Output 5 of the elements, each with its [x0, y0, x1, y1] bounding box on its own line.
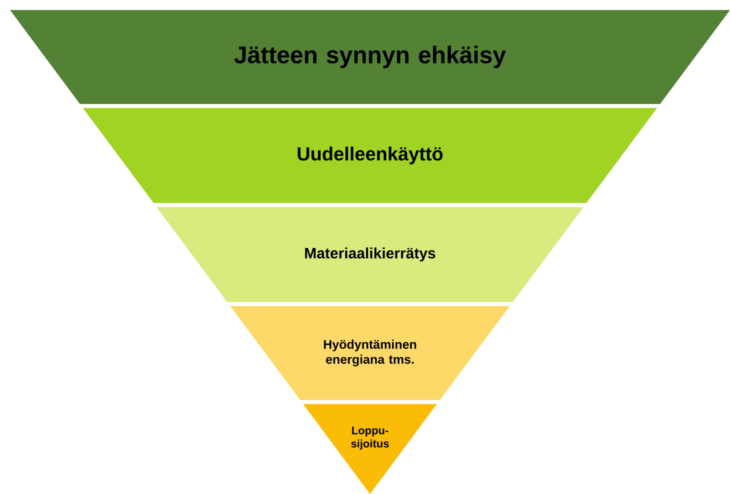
pyramid-band: Materiaalikierrätys — [156, 206, 584, 302]
pyramid-band: Loppu- sijoitus — [303, 404, 437, 494]
pyramid-band: Hyödyntäminen energiana tms. — [230, 306, 510, 400]
pyramid-band: Jätteen synnyn ehkäisy — [10, 10, 730, 104]
pyramid-band: Uudelleenkäyttö — [82, 108, 658, 203]
